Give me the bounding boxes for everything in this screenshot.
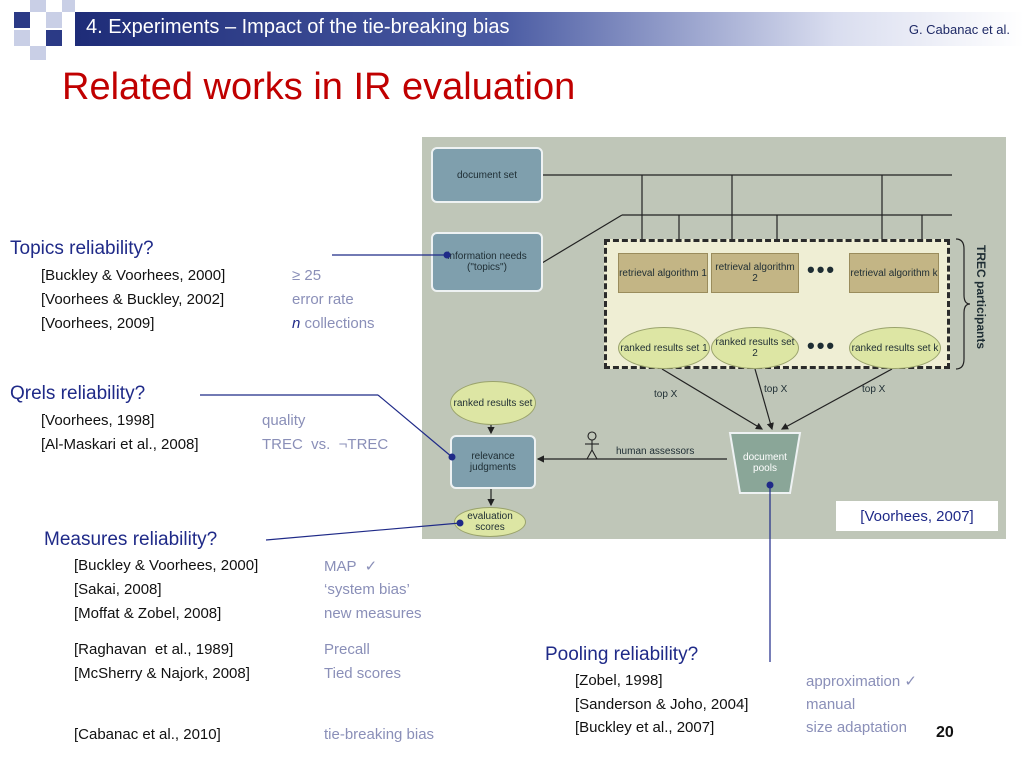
document-pools-label: document pools	[743, 452, 787, 474]
qrels-ref-2: [Al-Maskari et al., 2008]	[41, 436, 199, 453]
measures-ref-2: [Sakai, 2008]	[74, 581, 162, 598]
measures-ref-5: [McSherry & Najork, 2008]	[74, 665, 250, 682]
measures-ref-3: [Moffat & Zobel, 2008]	[74, 605, 222, 622]
retrieval-algorithm-k: retrieval algorithm k	[849, 253, 939, 293]
topics-note-1: ≥ 25	[292, 267, 322, 284]
header-bar	[75, 12, 1024, 46]
qrels-ref-1: [Voorhees, 1998]	[41, 412, 155, 429]
retrieval-algorithm-2: retrieval algorithm 2	[711, 253, 799, 293]
pooling-heading: Pooling reliability?	[545, 644, 699, 665]
topics-heading: Topics reliability?	[10, 238, 154, 259]
ranked-results-1: ranked results set 1	[618, 327, 710, 369]
measures-ref-1: [Buckley & Voorhees, 2000]	[74, 557, 259, 574]
pooling-ref-3: [Buckley et al., 2007]	[575, 719, 715, 736]
pooling-ref-1: [Zobel, 1998]	[575, 672, 663, 689]
slide-title: Related works in IR evaluation	[62, 66, 576, 108]
topics-note-2: error rate	[292, 291, 354, 308]
pooling-note-3: size adaptation	[806, 719, 907, 736]
measures-ref-4: [Raghavan et al., 1989]	[74, 641, 234, 658]
diagram-caption: [Voorhees, 2007]	[836, 501, 998, 531]
ranked-results-2: ranked results set 2	[711, 327, 799, 369]
measures-note-3: new measures	[324, 605, 422, 622]
human-assessors-label: human assessors	[616, 446, 695, 457]
top-x-label-3: top X	[862, 384, 886, 395]
topics-note-3: n collections	[292, 315, 375, 332]
diagram-connectors	[487, 174, 971, 507]
measures-note-2: ‘system bias’	[324, 581, 410, 598]
measures-note-5: Tied scores	[324, 665, 401, 682]
measures-note-1: MAP ✓	[324, 558, 378, 575]
document-set-box: document set	[431, 147, 543, 203]
ranked-results-k: ranked results set k	[849, 327, 941, 369]
measures-note-4: Precall	[324, 641, 370, 658]
header-title: 4. Experiments – Impact of the tie-break…	[86, 16, 510, 38]
retrieval-algorithm-1: retrieval algorithm 1	[618, 253, 708, 293]
qrels-heading: Qrels reliability?	[10, 383, 146, 404]
document-pools-shape	[728, 432, 802, 494]
qrels-note-1: quality	[262, 412, 306, 429]
trec-participants-label: TREC participants	[974, 245, 988, 350]
topics-ref-3: [Voorhees, 2009]	[41, 315, 155, 332]
ranked-ellipsis: •••	[807, 333, 837, 358]
information-needs-box: information needs ("topics")	[431, 232, 543, 292]
pooling-note-2: manual	[806, 696, 856, 713]
topics-ref-1: [Buckley & Voorhees, 2000]	[41, 267, 226, 284]
retrieval-ellipsis: •••	[807, 257, 837, 282]
measures-ref-6: [Cabanac et al., 2010]	[74, 726, 221, 743]
top-x-label-1: top X	[654, 389, 678, 400]
header-author: G. Cabanac et al.	[908, 22, 1010, 37]
ranked-results-set-oval: ranked results set	[450, 381, 536, 425]
qrels-note-2: TREC vs. ¬TREC	[262, 436, 389, 453]
topics-ref-2: [Voorhees & Buckley, 2002]	[41, 291, 225, 308]
trec-diagram: document set information needs ("topics"…	[422, 137, 1006, 539]
pooling-note-1: approximation ✓	[806, 673, 917, 690]
topics-note-3-em: n	[292, 315, 301, 332]
measures-heading: Measures reliability?	[44, 529, 218, 550]
measures-note-6: tie-breaking bias	[324, 726, 435, 743]
topics-note-3-text: collections	[300, 315, 375, 332]
top-x-label-2: top X	[764, 384, 788, 395]
evaluation-scores-oval: evaluation scores	[454, 507, 526, 537]
relevance-judgments-box: relevance judgments	[450, 435, 536, 489]
page-number: 20	[936, 724, 954, 741]
pooling-ref-2: [Sanderson & Joho, 2004]	[575, 696, 749, 713]
